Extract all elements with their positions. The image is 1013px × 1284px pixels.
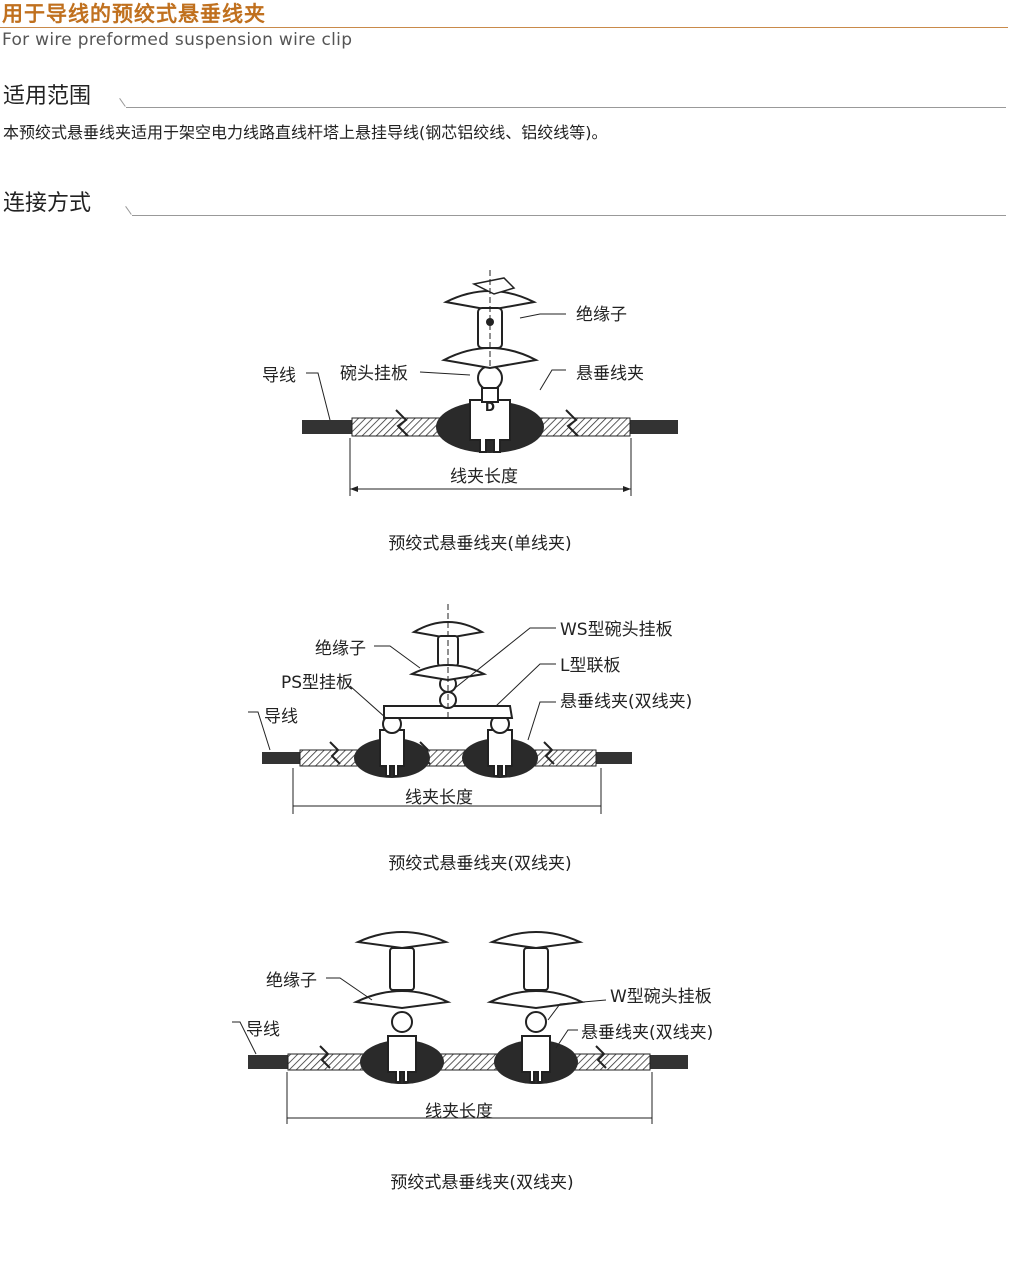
label-length: 线夹长度 — [425, 1102, 493, 1122]
svg-text:D: D — [485, 400, 495, 414]
section-tick — [119, 98, 126, 107]
title-divider — [0, 27, 1008, 28]
scope-text: 本预绞式悬垂线夹适用于架空电力线路直线杆塔上悬挂导线(钢芯铝绞线、铝绞线等)。 — [3, 123, 608, 142]
section-heading-scope: 适用范围 — [3, 84, 92, 109]
label-insulator: 绝缘子 — [576, 305, 627, 325]
section-tick — [125, 206, 132, 215]
label-wire: 导线 — [262, 366, 296, 386]
wire — [302, 420, 352, 434]
section-divider — [132, 215, 1006, 216]
label-clamp: 悬垂线夹 — [576, 364, 644, 384]
label-ps-plate: PS型挂板 — [281, 673, 353, 693]
label-clamp: 悬垂线夹(双线夹) — [581, 1023, 713, 1043]
page-title: 用于导线的预绞式悬垂线夹 — [2, 2, 266, 26]
figure-caption: 预绞式悬垂线夹(双线夹) — [388, 854, 572, 874]
page-subtitle: For wire preformed suspension wire clip — [2, 30, 353, 50]
figure-double-clamp-w-plate: 绝缘子 W型碗头挂板 导线 悬垂线夹(双线夹) 线夹长度 — [232, 931, 713, 1124]
label-socket-plate: 碗头挂板 — [340, 364, 408, 384]
figure-caption: 预绞式悬垂线夹(双线夹) — [390, 1173, 574, 1193]
figure-caption: 预绞式悬垂线夹(单线夹) — [388, 534, 572, 554]
label-length: 线夹长度 — [450, 467, 518, 487]
wire — [630, 420, 678, 434]
label-length: 线夹长度 — [405, 788, 473, 808]
label-clamp: 悬垂线夹(双线夹) — [560, 692, 692, 712]
label-wire: 导线 — [246, 1020, 280, 1040]
label-insulator: 绝缘子 — [315, 639, 366, 659]
label-l-plate: L型联板 — [560, 656, 620, 676]
figure-single-clamp: D 绝缘子 导线 碗头挂板 悬垂线夹 线夹长度 — [262, 270, 678, 496]
section-divider — [126, 107, 1006, 108]
label-ws-plate: WS型碗头挂板 — [560, 620, 673, 640]
section-heading-connection: 连接方式 — [3, 191, 92, 216]
label-insulator: 绝缘子 — [266, 971, 317, 991]
figure-double-clamp-l-plate: WS型碗头挂板 绝缘子 L型联板 PS型挂板 悬垂线夹(双线夹) 导线 线夹长度 — [248, 604, 692, 814]
label-w-plate: W型碗头挂板 — [610, 987, 712, 1007]
label-wire: 导线 — [264, 707, 298, 727]
